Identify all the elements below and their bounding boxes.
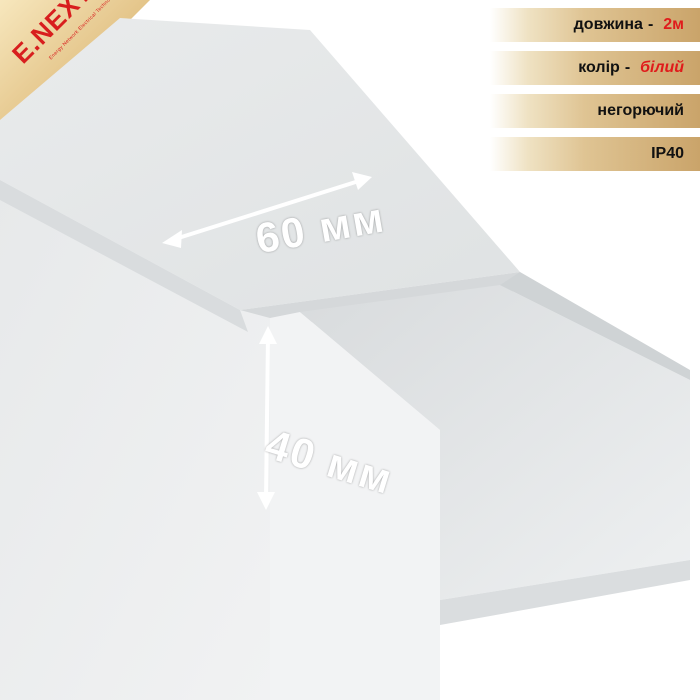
spec-nonflammable: негорючий xyxy=(490,94,700,128)
spec-label: негорючий xyxy=(597,102,684,119)
spec-separator: - xyxy=(647,16,654,33)
duct-bottom-edge xyxy=(440,560,690,625)
brand-badge: E.NEXT Energy Network Electrical Technol… xyxy=(0,0,150,150)
spec-label: IP40 xyxy=(651,145,684,162)
spec-value: білий xyxy=(640,59,684,76)
spec-length: довжина - 2м xyxy=(490,8,700,42)
spec-separator: - xyxy=(624,59,631,76)
spec-list: довжина - 2м колір - білий негорючий IP4… xyxy=(490,8,700,180)
spec-color: колір - білий xyxy=(490,51,700,85)
duct-side-groove xyxy=(0,180,248,332)
duct-far-wall xyxy=(500,272,690,380)
height-arrow xyxy=(257,326,277,510)
duct-cover-top xyxy=(0,18,520,310)
spec-label: колір xyxy=(578,59,620,76)
duct-front-wall xyxy=(270,312,440,700)
spec-ip-rating: IP40 xyxy=(490,137,700,171)
duct-inner-channel xyxy=(300,285,690,600)
spec-value: 2м xyxy=(663,16,684,33)
duct-side-wall xyxy=(0,180,270,700)
width-arrow xyxy=(162,172,372,248)
spec-label: довжина xyxy=(573,16,643,33)
